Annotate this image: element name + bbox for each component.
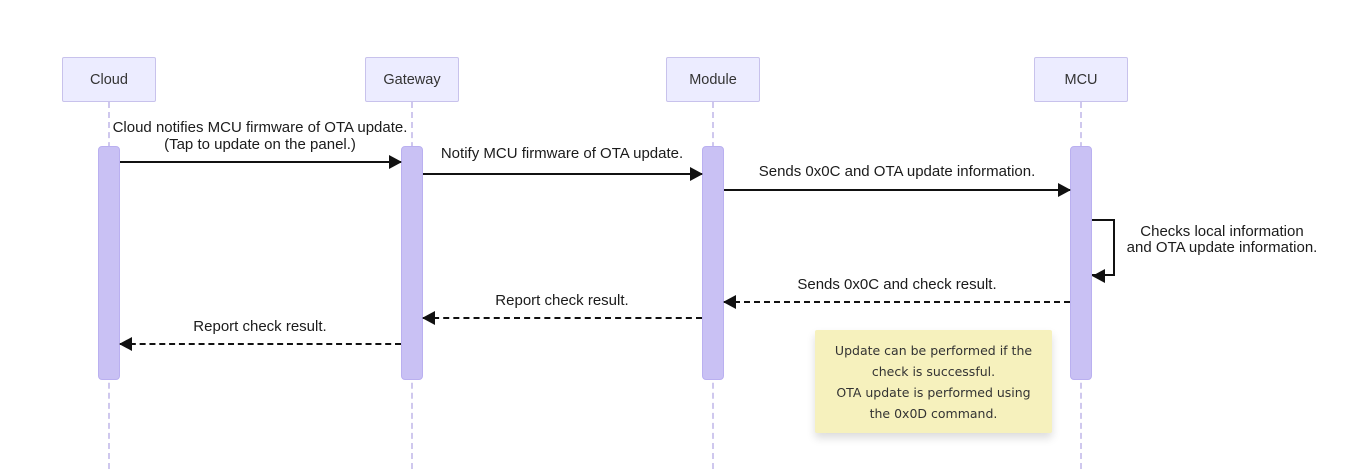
message-arrow-mcu-to-module: [723, 295, 1070, 309]
message-arrow-cloud-to-gateway: [120, 155, 402, 169]
activation-bar-module: [702, 146, 724, 380]
actor-box-cloud: Cloud: [62, 57, 156, 102]
note-text: Update can be performed if the check is …: [834, 342, 1033, 421]
message-label-cloud-to-gateway: Cloud notifies MCU firmware of OTA updat…: [112, 119, 408, 153]
message-label-module-to-mcu: Sends 0x0C and OTA update information.: [758, 163, 1036, 180]
arrow-head: [723, 295, 736, 309]
arrow-head: [119, 337, 132, 351]
message-label-mcu-to-module: Sends 0x0C and check result.: [797, 276, 997, 293]
self-loop-bracket-mcu: [1092, 219, 1115, 276]
activation-bar-cloud: [98, 146, 120, 380]
arrow-head: [389, 155, 402, 169]
actor-box-gateway: Gateway: [365, 57, 459, 102]
activation-bar-gateway: [401, 146, 423, 380]
actor-box-module: Module: [666, 57, 760, 102]
arrow-head: [1092, 269, 1105, 283]
message-arrow-module-to-mcu: [724, 183, 1071, 197]
message-label-mcu-self: Checks local information and OTA update …: [1126, 223, 1318, 256]
message-arrow-module-to-gateway: [422, 311, 702, 325]
activation-bar-mcu: [1070, 146, 1092, 380]
actor-label: Gateway: [383, 71, 441, 88]
actor-box-mcu: MCU: [1034, 57, 1128, 102]
actor-label: Module: [689, 71, 737, 88]
message-arrow-gateway-to-module: [423, 167, 703, 181]
arrow-head: [690, 167, 703, 181]
note-box: Update can be performed if the check is …: [815, 330, 1052, 433]
actor-label: MCU: [1064, 71, 1098, 88]
message-label-module-to-gateway: Report check result.: [495, 292, 629, 309]
message-arrow-gateway-to-cloud: [119, 337, 401, 351]
arrow-head: [422, 311, 435, 325]
message-label-gateway-to-module: Notify MCU firmware of OTA update.: [440, 145, 684, 162]
message-label-gateway-to-cloud: Report check result.: [193, 318, 327, 335]
actor-label: Cloud: [90, 71, 128, 88]
arrow-head: [1058, 183, 1071, 197]
